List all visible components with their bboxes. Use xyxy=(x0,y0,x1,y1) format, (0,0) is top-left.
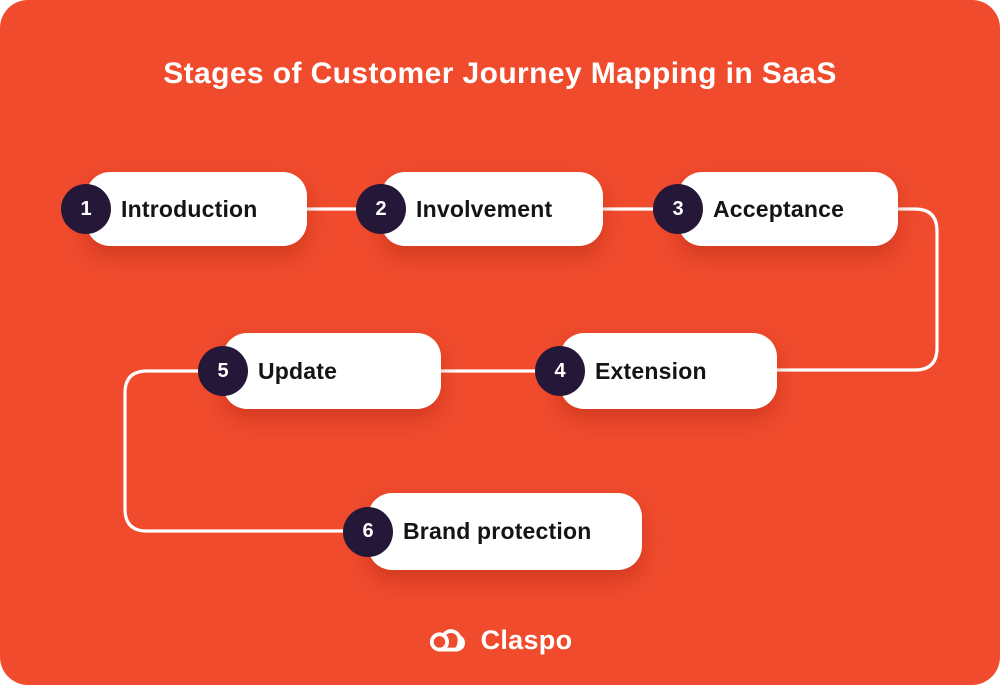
connector-5-6 xyxy=(123,369,345,533)
stage-label: Acceptance xyxy=(713,195,845,222)
claspo-cloud-icon xyxy=(429,629,465,652)
logo-brand-text: Claspo xyxy=(480,624,573,655)
stage-number-badge: 2 xyxy=(356,184,406,234)
connector-3-4 xyxy=(775,207,939,372)
stage-label: Extension xyxy=(595,357,707,384)
stage-card-extension: 4 Extension xyxy=(535,333,777,409)
stage-label: Update xyxy=(258,357,338,384)
stage-card-acceptance: 3 Acceptance xyxy=(653,172,898,246)
stage-card-brand-protection: 6 Brand protection xyxy=(343,493,642,570)
stage-number-badge: 6 xyxy=(343,506,393,557)
stage-number-badge: 1 xyxy=(61,184,111,234)
stage-number-badge: 5 xyxy=(198,346,248,396)
stage-label: Brand protection xyxy=(403,518,592,544)
claspo-logo: Claspo xyxy=(0,618,1000,662)
stage-number-badge: 4 xyxy=(535,346,585,396)
page-title: Stages of Customer Journey Mapping in Sa… xyxy=(163,57,837,90)
stage-card-introduction: 1 Introduction xyxy=(61,172,307,246)
stage-card-involvement: 2 Involvement xyxy=(356,172,603,246)
stage-label: Involvement xyxy=(416,195,553,222)
stage-label: Introduction xyxy=(121,195,258,222)
stage-number-badge: 3 xyxy=(653,184,703,234)
stage-card-update: 5 Update xyxy=(198,333,441,409)
